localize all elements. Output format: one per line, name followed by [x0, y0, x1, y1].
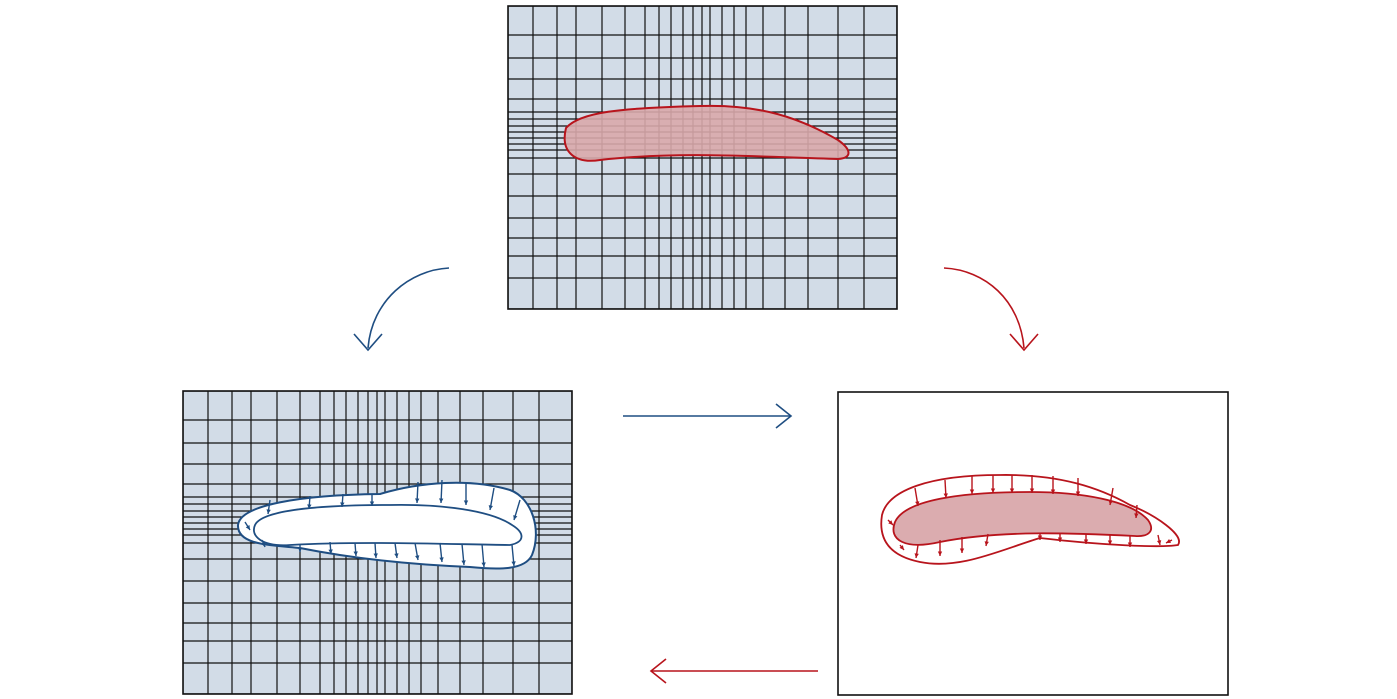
force-arrow-head: [261, 542, 266, 547]
arrow-right-to-left-head: [649, 658, 667, 684]
force-arrow-head: [969, 489, 975, 494]
arrow-top-to-right-head: [1009, 333, 1039, 352]
force-arrow-head: [463, 500, 469, 505]
force-arrow-head: [511, 561, 516, 566]
left-mesh-panel: [182, 390, 573, 695]
force-arrow-head: [307, 504, 312, 509]
force-arrow-head: [297, 547, 303, 552]
force-arrow-head: [915, 501, 920, 506]
force-arrow-head: [488, 505, 493, 510]
force-arrow-head: [415, 555, 420, 560]
force-arrow-head: [373, 553, 378, 558]
force-arrow-head: [1083, 539, 1089, 544]
top-solid-body: [563, 104, 850, 162]
left-fluid-force-arrows: [244, 479, 521, 568]
force-arrow-head: [1107, 540, 1113, 545]
force-arrow-head: [353, 551, 358, 556]
force-arrow-head: [1057, 537, 1063, 542]
force-arrow-head: [513, 515, 518, 520]
force-arrow-head: [1166, 539, 1171, 543]
force-arrow-head: [394, 553, 399, 558]
force-arrow-head: [1050, 489, 1056, 494]
right-solid-panel: [837, 391, 1229, 696]
force-arrow-head: [937, 551, 943, 556]
force-arrow-head: [369, 501, 375, 506]
left-inner-body: [253, 503, 523, 547]
arrow-left-to-right-head: [775, 403, 793, 429]
arrow-right-to-left: [649, 658, 818, 684]
force-arrow-head: [1029, 488, 1035, 493]
arrow-top-to-right: [943, 267, 1039, 352]
force-arrow-head: [1134, 513, 1139, 518]
left-mesh-border: [182, 390, 573, 695]
force-arrow-head: [1127, 542, 1133, 547]
force-arrow-head: [990, 488, 996, 493]
arrow-top-to-left-head: [353, 333, 383, 352]
force-arrow-head: [1037, 535, 1043, 540]
top-mesh-grid: [508, 6, 897, 309]
arrow-top-to-left-shaft: [367, 267, 450, 349]
arrow-left-to-right: [623, 403, 793, 429]
force-arrow-head: [888, 520, 893, 525]
force-arrow-head: [340, 502, 345, 507]
top-mesh-border: [507, 5, 898, 310]
force-arrow-head: [1108, 500, 1113, 505]
force-arrow-head: [943, 493, 948, 498]
force-arrow-head: [461, 560, 466, 565]
force-arrow-head: [914, 553, 919, 558]
right-boundary-force-arrows: [887, 475, 1173, 559]
force-arrow-head: [266, 509, 271, 514]
force-arrow-head: [1009, 488, 1015, 493]
force-arrow-head: [328, 549, 333, 554]
force-arrow-head: [439, 498, 444, 503]
force-arrow-head: [984, 541, 989, 546]
arrow-top-to-right-shaft: [943, 267, 1025, 349]
arrow-top-to-left: [353, 267, 450, 352]
force-arrow-head: [481, 562, 486, 567]
top-mesh-panel: [507, 5, 898, 310]
force-arrow-head: [1156, 540, 1162, 545]
force-arrow-head: [899, 545, 904, 550]
force-arrow-head: [415, 498, 420, 503]
force-arrow-head: [959, 548, 965, 553]
force-arrow-head: [245, 525, 250, 530]
force-arrow-head: [1075, 491, 1081, 496]
force-arrow-head: [439, 557, 444, 562]
